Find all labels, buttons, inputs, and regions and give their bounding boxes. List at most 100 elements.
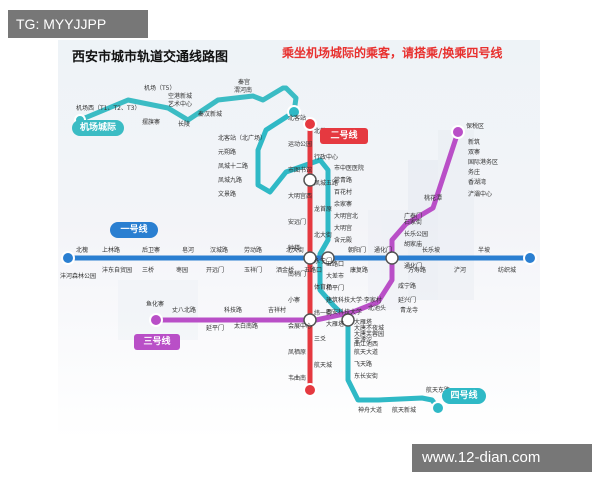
line4-badge: 四号线 [442, 388, 486, 404]
line1-badge: 一号线 [110, 222, 158, 238]
station-label: 市中医医院 [334, 164, 364, 172]
line2-badge: 二号线 [320, 128, 368, 144]
station-label: 凤城九路 [218, 176, 242, 184]
interchange-nodes [303, 173, 399, 327]
station-label: 劳动路 [244, 246, 262, 254]
station-label: 保税区 [466, 122, 484, 130]
station-label: 含元殿 [334, 236, 352, 244]
station-label: 长乐坡 [422, 246, 440, 254]
station-label: 通化门 [374, 246, 392, 254]
station-label: 康复路 [350, 266, 368, 274]
station-label: 凤城十二路 [218, 162, 248, 170]
line4-path [255, 109, 440, 410]
station-label: 洒金桥 [276, 266, 294, 274]
station-label: 延兴门 [398, 296, 416, 304]
station-label: 皂河 [182, 246, 194, 254]
line3-badge: 三号线 [134, 334, 180, 350]
station-label: 秦宫 [238, 78, 250, 86]
station-label: 空港新城 [168, 92, 192, 100]
station-label: 机场（T5） [144, 84, 175, 92]
station-label: 后卫寨 [142, 246, 160, 254]
station-label: 五路口 [304, 266, 322, 274]
station-label: 沣东自贸园 [102, 266, 132, 274]
station-label: 曲江池西 [354, 340, 378, 348]
station-label: 大明宫 [334, 224, 352, 232]
station-label: 枣园 [176, 266, 188, 274]
station-label: 渭河南 [234, 86, 252, 94]
station-label: 延平门 [206, 324, 224, 332]
station-label: 国际港务区 [468, 158, 498, 166]
station-label: 三桥 [142, 266, 154, 274]
station-label: 石家街 [404, 218, 422, 226]
airport-badge: 机场城际 [72, 120, 124, 136]
station-label: 常青路 [334, 176, 352, 184]
metro-map: 西安市城市轨道交通线路图 乘坐机场城际的乘客，请搭乘/换乘四号线 [58, 40, 540, 440]
station-label: 航天城 [314, 361, 332, 369]
station-label: 东长安街 [354, 372, 378, 380]
station-label: 通化门 [404, 262, 422, 270]
metro-map-svg: 北槐沣东自贸园上林路三桥后卫寨枣园皂河开远门汉城路玉祥门劳动路洒金桥北大街五路口… [60, 78, 537, 415]
station-label: 大雁塔 [354, 318, 372, 326]
station-label: 金滹沱 [354, 336, 372, 344]
map-title: 西安市城市轨道交通线路图 [72, 50, 229, 65]
station-label: 余家寨 [334, 200, 352, 208]
station-label: 汉城路 [210, 246, 228, 254]
station-label: 小寨 [288, 296, 300, 304]
station-label: 北客站（北广场） [218, 134, 266, 142]
station-label: 大明宫西 [288, 192, 312, 200]
station-label: 西安科技大学 [326, 308, 362, 316]
station-label: 朝阳门 [348, 246, 366, 254]
station-label: 建筑科技大学·李家村 [326, 296, 382, 304]
airport-line-path [79, 85, 299, 123]
station-label: 上林路 [102, 246, 120, 254]
station-label: 胡家庙 [404, 240, 422, 248]
station-label: 香湖湾 [468, 178, 486, 186]
station-label: 青龙寺 [400, 306, 418, 314]
station-label: 北池头 [368, 304, 386, 312]
station-label: 体育场 [314, 283, 332, 291]
station-label: 吉祥村 [268, 306, 286, 314]
station-label: 浐灞中心 [468, 190, 492, 198]
station-label: 玉祥门 [244, 266, 262, 274]
station-label: 秦汉新城 [198, 110, 222, 118]
station-label: 长陵 [178, 120, 190, 128]
station-label: 北大街 [314, 231, 332, 239]
station-label: 文景路 [218, 190, 236, 198]
airport-notice: 乘坐机场城际的乘客，请搭乘/换乘四号线 [282, 46, 503, 60]
station-label: 南稍门 [288, 270, 306, 278]
station-label: 沣河森林公园 [60, 272, 96, 280]
station-label: 咸宁路 [398, 282, 416, 290]
station-label: 机场西（T1、T2、T3） [76, 104, 140, 112]
station-label: 航天新城 [392, 406, 416, 414]
station-label: 会展中心 [288, 322, 312, 330]
station-label: 五路口 [326, 260, 344, 268]
station-label: 桃花潭 [424, 194, 442, 202]
station-label: 大唐不夜城 [354, 324, 384, 332]
station-label: 大差市 [326, 272, 344, 280]
station-label: 开远门 [206, 266, 224, 274]
station-label: 行政中心 [314, 153, 338, 161]
watermark-top: TG: MYYJJPP [8, 10, 148, 38]
station-label: 丈八北路 [172, 306, 196, 314]
station-label: 韦曲南 [288, 374, 306, 382]
station-label: 万寿路 [408, 266, 426, 274]
station-label: 永宁门 [314, 257, 332, 265]
station-label: 和平门 [326, 284, 344, 292]
station-label: 北大街 [286, 246, 304, 254]
watermark-bottom: www.12-dian.com [412, 444, 592, 472]
station-label: 鱼化寨 [146, 300, 164, 308]
station-label: 太白南路 [234, 322, 258, 330]
station-label: 长乐公园 [404, 230, 428, 238]
station-label: 北客站 [288, 114, 306, 122]
station-label: 大唐芙蓉园 [354, 330, 384, 338]
station-label: 广泰门 [404, 212, 422, 220]
station-label: 龙首原 [314, 205, 332, 213]
station-label: 纬一街 [314, 309, 332, 317]
station-label: 半坡 [478, 246, 490, 254]
station-label: 三爻 [314, 336, 326, 343]
station-label: 浐河 [454, 266, 466, 274]
station-label: 神舟大道 [358, 406, 382, 414]
station-label: 凤栖原 [288, 348, 306, 356]
station-label: 新筑 [468, 138, 480, 146]
station-label: 航天东路 [426, 386, 450, 394]
